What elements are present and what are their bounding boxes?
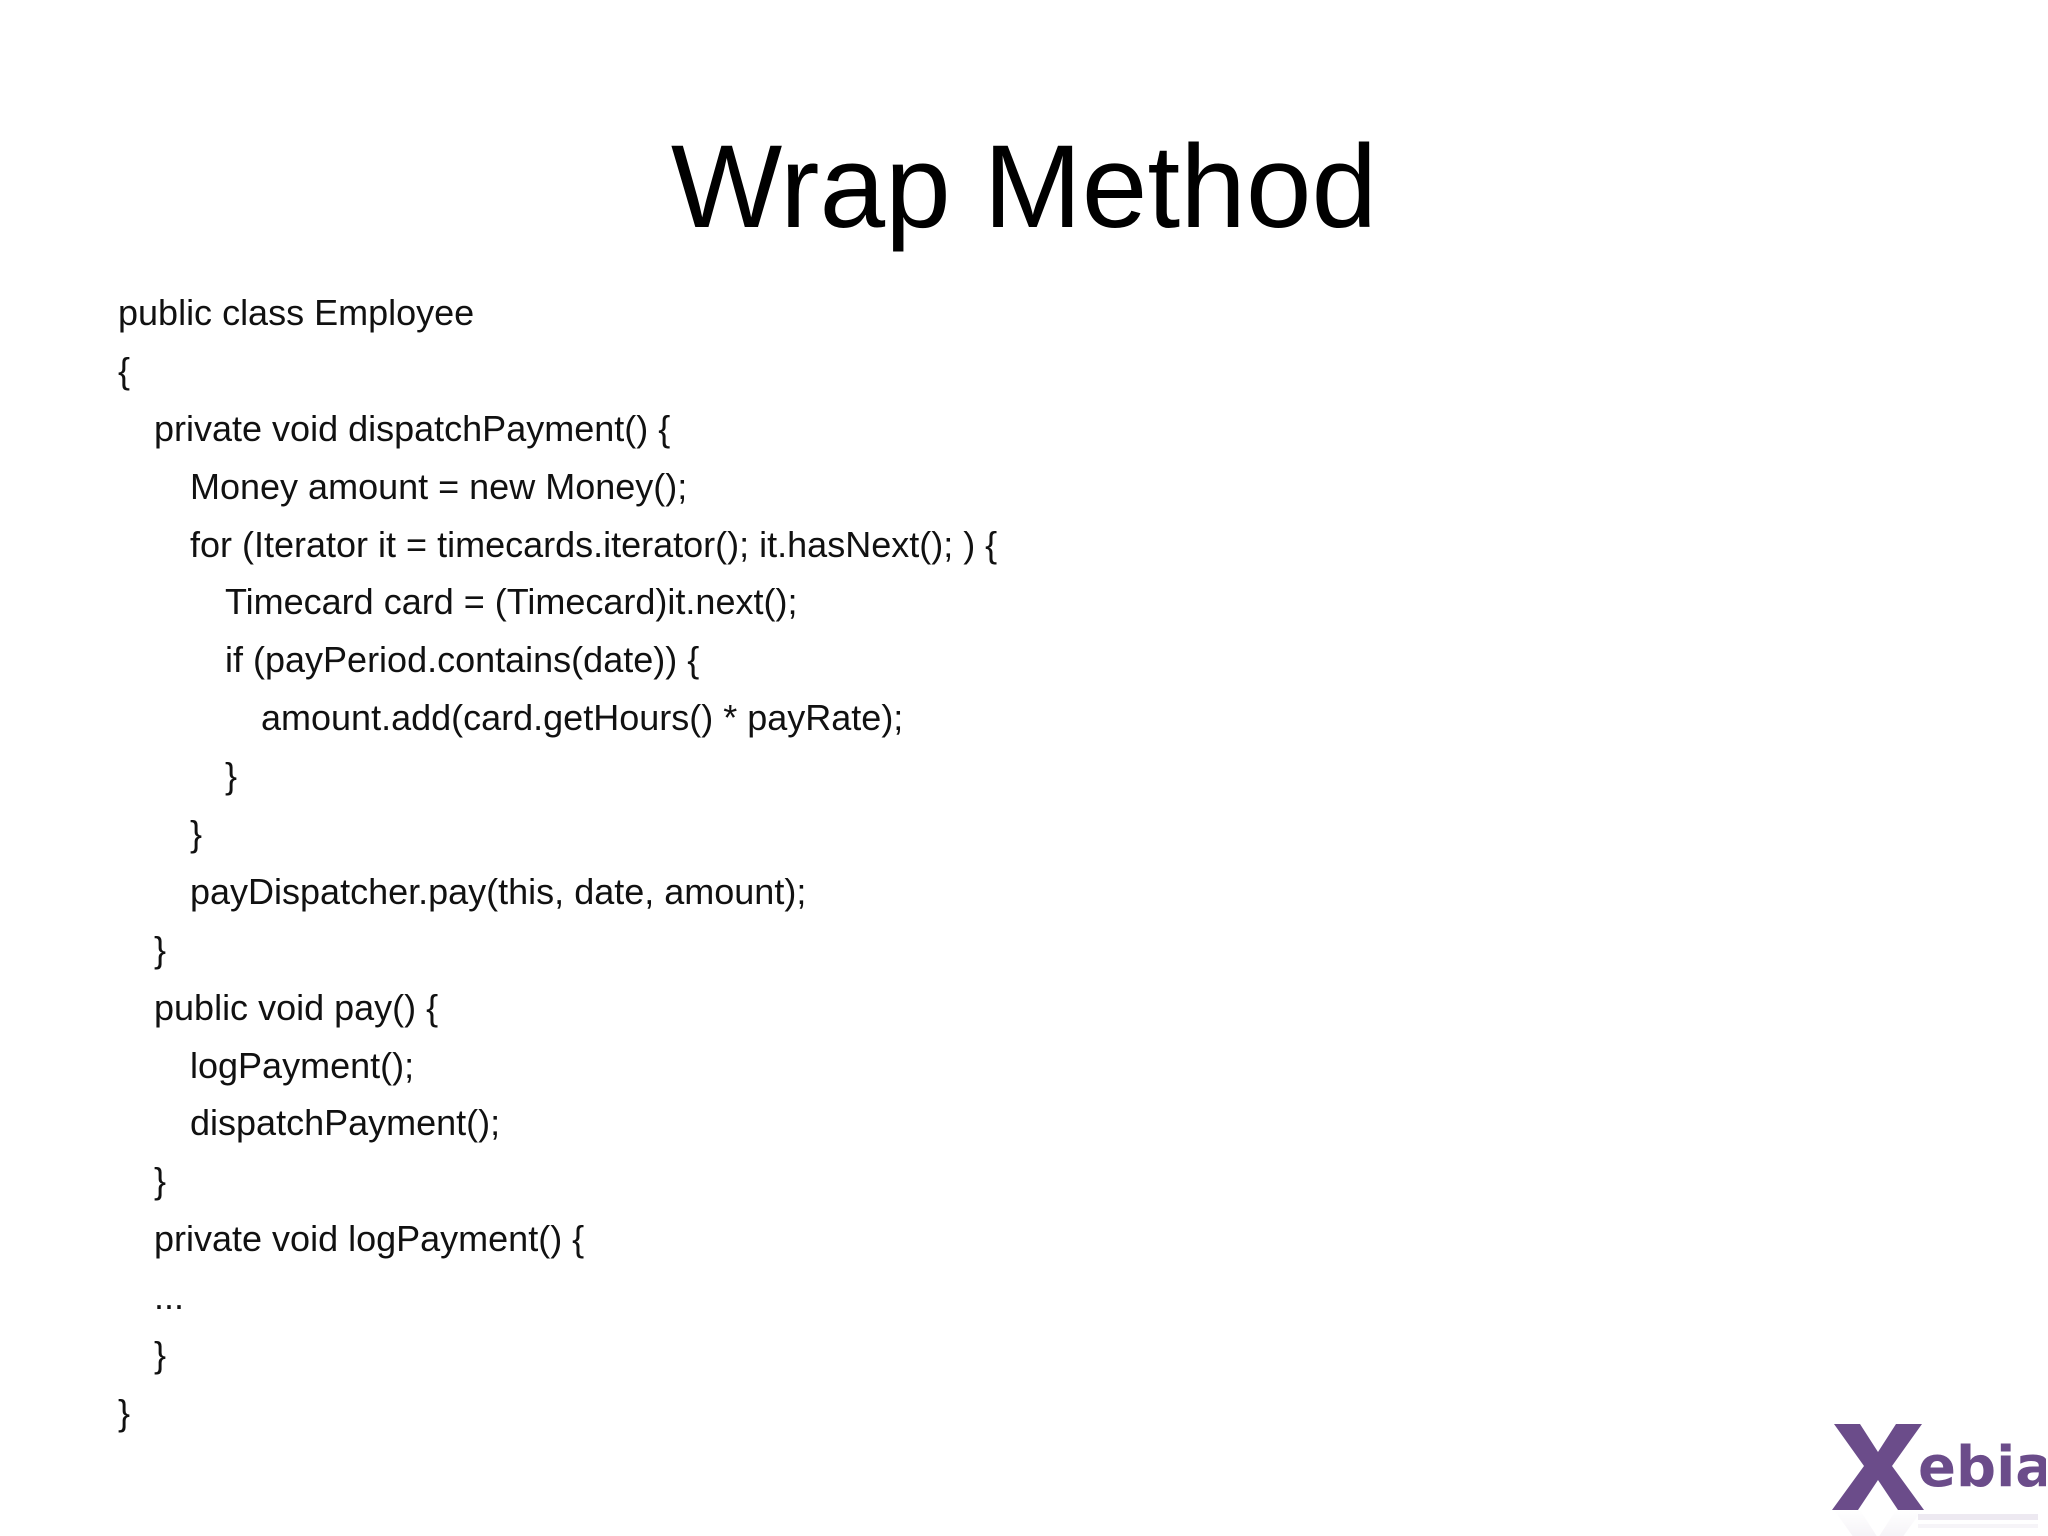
code-line: Money amount = new Money(); bbox=[190, 465, 688, 507]
code-line: } bbox=[154, 928, 167, 970]
code-line: private void dispatchPayment() { bbox=[154, 407, 671, 449]
code-line: payDispatcher.pay(this, date, amount); bbox=[190, 870, 807, 912]
code-line: } bbox=[154, 1334, 167, 1376]
code-line: public class Employee bbox=[118, 292, 475, 333]
code-line: public void pay() { bbox=[154, 986, 439, 1028]
code-line: dispatchPayment(); bbox=[190, 1102, 501, 1144]
code-line: Timecard card = (Timecard)it.next(); bbox=[225, 581, 798, 623]
code-line: if (payPeriod.contains(date)) { bbox=[225, 639, 700, 681]
code-line: amount.add(card.getHours() * payRate); bbox=[261, 697, 904, 739]
code-line: for (Iterator it = timecards.iterator();… bbox=[190, 523, 998, 565]
code-line: } bbox=[154, 1160, 167, 1202]
code-block: public class Employee { private void dis… bbox=[118, 284, 1818, 1442]
code-line: } bbox=[225, 755, 238, 797]
svg-text:ebia: ebia bbox=[1918, 1435, 2046, 1500]
code-line: logPayment(); bbox=[190, 1044, 415, 1086]
code-line: } bbox=[190, 813, 203, 855]
code-line: ... bbox=[154, 1276, 185, 1318]
xebia-logo-icon: ebia bbox=[1826, 1414, 2046, 1536]
code-line: { bbox=[118, 349, 131, 391]
code-line: } bbox=[118, 1391, 131, 1433]
slide-title: Wrap Method bbox=[670, 121, 1378, 253]
code-line: private void logPayment() { bbox=[154, 1218, 585, 1260]
